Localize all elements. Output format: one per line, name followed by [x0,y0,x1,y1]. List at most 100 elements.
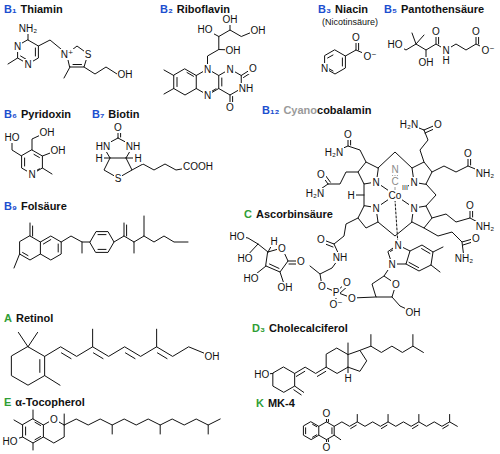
atom-label: NH₂ [454,253,474,264]
atom-label: S [114,173,123,184]
atom-label: H [346,190,355,201]
vitamin-letter: E [4,396,11,409]
atom-label: C [390,176,399,187]
atom-label: H₂N [305,188,325,199]
atom-label: N [393,240,402,251]
vitamin-letter: B₇ [92,108,104,121]
vitamin-subtitle: (Nicotinsäure) [322,17,378,28]
atom-label: NH₂ [475,221,495,232]
atom-label: O [49,414,59,425]
bond-lines [11,329,212,385]
atom-label: N [320,63,329,74]
atom-label: N [387,259,396,270]
atom-label: O [347,293,357,304]
atom-label: HO [237,253,254,264]
atom-label: H₂N [399,119,419,130]
vitamin-letter: B₅ [384,3,397,16]
coordination-bond [395,200,398,245]
atom-label: O [351,32,361,43]
vitamin-name: MK-4 [268,397,295,410]
bond-lines [8,30,125,78]
cobalamin-structure [310,124,485,312]
atom-label: O [342,277,352,288]
vitamin-letter: B₆ [4,108,17,121]
ascorbic-acid-structure [237,236,301,287]
atom-label: HN [95,141,111,152]
atom-label: O [277,243,287,254]
atom-label: OH [277,282,294,293]
atom-label: O [317,281,327,292]
vitamin-letter: C [244,208,252,221]
atom-label: N [203,64,212,75]
bond-lines [10,410,220,450]
vitamin-name: α-Tocopherol [15,396,85,409]
atom-label: H [343,373,352,384]
atom-label: OH [225,45,242,56]
atom-label: O [431,26,441,37]
tocopherol-structure [10,410,220,450]
vitamin-letter: B₉ [4,200,17,213]
atom-label: O⁻ [328,299,343,310]
vitamin-letter: K [256,397,264,410]
vitamin-name: Pyridoxin [21,108,71,121]
cholecalciferol-structure [262,335,424,395]
atom-label: HO [253,369,270,380]
atom-label: OH [204,351,221,362]
atom-label: OH [222,14,239,25]
atom-label: P [332,287,341,298]
atom-label: COOH [182,161,214,172]
atom-label: O [316,169,326,180]
vitamin-name: Pantothensäure [401,3,484,16]
folic-acid-structure [14,216,188,268]
atom-label: OH [50,145,67,156]
atom-label: O [465,200,475,211]
atom-label: NH [125,141,141,152]
atom-label: N [371,177,380,188]
atom-label: O [463,148,473,159]
vitamin-letter: B₁₂ [262,104,279,117]
atom-label: O [471,26,481,37]
atom-label: HO [197,24,214,35]
vitamin-name: Cyano [283,104,317,117]
atom-label: H [94,153,103,164]
atom-label: HO [387,39,404,50]
bond-lines [164,19,257,107]
atom-label: H [441,55,450,66]
atom-label: O [322,442,332,453]
vitamin-name: cobalamin [317,104,371,117]
vitamin-name: Cholecalciferol [269,322,348,335]
atom-label: N [13,41,22,52]
atom-label: OH [405,307,422,318]
vitamin-name: Folsäure [21,200,67,213]
atom-label: N [27,169,36,180]
vitamin-letter: B₁ [4,3,17,16]
atom-label: H₂N [324,147,344,158]
atom-label: O⁻ [362,51,377,62]
atom-label: N [409,177,418,188]
atom-label: O [433,119,443,130]
atom-label: O [391,279,401,290]
atom-label: N [225,64,234,75]
atom-label: NH₂ [475,168,495,179]
riboflavin-structure [164,19,257,107]
atom-label: HO [4,132,21,143]
vitamin-letter: A [4,312,12,325]
bond-lines [237,236,301,287]
atom-label: OH [39,127,56,138]
atom-label: O [248,63,258,74]
atom-label: N⁺ [60,49,75,60]
thiamin-structure [8,30,125,78]
oxidation-state: III [402,184,408,192]
atom-label: HO [229,231,246,242]
atom-label: Co [388,190,403,201]
atom-label: N [409,203,418,214]
atom-label: O [225,102,235,113]
atom-label: O⁻ [480,45,495,56]
atom-label: O [322,408,332,419]
atom-label: O [296,256,306,267]
vitamin-letter: B₃ [318,3,331,16]
atom-label: H [133,153,142,164]
atom-label: OH [250,25,267,36]
atom-label: NH₂ [18,23,38,34]
